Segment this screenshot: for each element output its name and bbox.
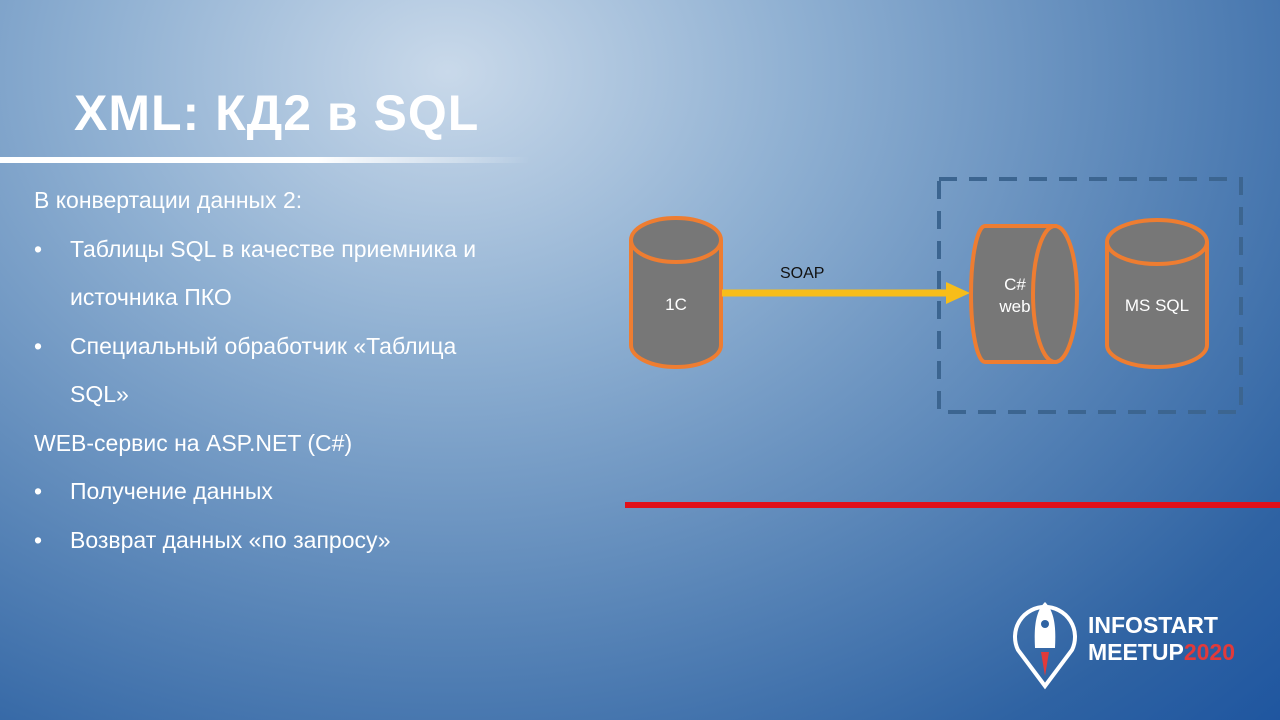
database-mssql bbox=[1105, 218, 1209, 369]
body-line: источника ПКО bbox=[70, 284, 232, 310]
logo-line1: INFOSTART bbox=[1088, 612, 1218, 638]
bullet-item: Возврат данных «по запросу» bbox=[34, 524, 476, 573]
logo-text: INFOSTART MEETUP2020 bbox=[1088, 612, 1235, 666]
node-1c-label: 1C bbox=[665, 295, 687, 314]
web-service-node bbox=[969, 224, 1079, 364]
logo-line2: MEETUP bbox=[1088, 639, 1184, 665]
slide-body: В конвертации данных 2: Таблицы SQL в ка… bbox=[34, 184, 476, 572]
red-divider bbox=[625, 502, 1280, 508]
server-boundary bbox=[937, 177, 1243, 414]
node-web-label-2: web bbox=[999, 297, 1031, 316]
node-mssql-label: MS SQL bbox=[1124, 296, 1190, 315]
bullet-item: Получение данных bbox=[34, 475, 476, 524]
rocket-logo-icon bbox=[1013, 602, 1077, 690]
bullet-item: Таблицы SQL в качестве приемника и bbox=[34, 233, 476, 282]
slide-title: XML: КД2 в SQL bbox=[74, 85, 480, 141]
node-web-label-1: C# bbox=[1004, 275, 1026, 294]
body-line: SQL» bbox=[70, 381, 129, 407]
soap-label: SOAP bbox=[780, 265, 825, 282]
database-1c bbox=[629, 216, 723, 369]
title-underline bbox=[0, 157, 530, 163]
logo-year: 2020 bbox=[1183, 639, 1236, 665]
arrow-head-icon bbox=[946, 282, 970, 304]
body-line: WEB-сервис на ASP.NET (C#) bbox=[34, 429, 353, 456]
body-line: В конвертации данных 2: bbox=[34, 187, 303, 213]
bullet-item: Специальный обработчик «Таблица bbox=[34, 330, 476, 379]
